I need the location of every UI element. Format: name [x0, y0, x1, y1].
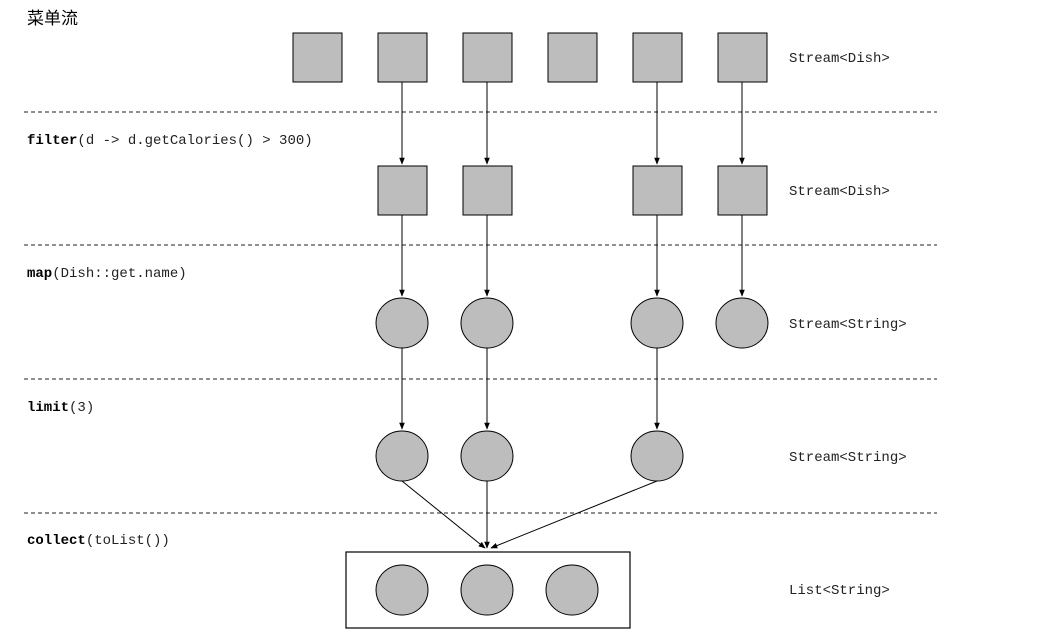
flow-arrow [490, 480, 658, 549]
string-element [375, 564, 429, 616]
result-list-box [345, 551, 631, 629]
diagram-title: 菜单流 [27, 9, 78, 29]
stream-type-label: Stream<String> [789, 317, 907, 333]
collect-operation-label: collect(toList()) [27, 533, 170, 549]
stream-type-label: Stream<Dish> [789, 184, 890, 200]
dish-element [292, 32, 343, 83]
string-element [375, 297, 429, 349]
flow-arrow [401, 480, 486, 549]
string-element [460, 297, 514, 349]
dish-element [632, 165, 683, 216]
filter-operation-label: filter(d -> d.getCalories() > 300) [27, 133, 313, 149]
string-element [630, 430, 684, 482]
dish-element [377, 32, 428, 83]
limit-operation-label: limit(3) [27, 400, 94, 416]
dish-element [632, 32, 683, 83]
dish-element [462, 32, 513, 83]
string-element [630, 297, 684, 349]
stream-type-label: List<String> [789, 583, 890, 599]
dish-element [547, 32, 598, 83]
string-element [460, 564, 514, 616]
dish-element [377, 165, 428, 216]
string-element [715, 297, 769, 349]
stream-type-label: Stream<Dish> [789, 51, 890, 67]
dish-element [717, 32, 768, 83]
map-operation-label: map(Dish::get.name) [27, 266, 187, 282]
stream-type-label: Stream<String> [789, 450, 907, 466]
string-element [375, 430, 429, 482]
string-element [460, 430, 514, 482]
dish-element [717, 165, 768, 216]
string-element [545, 564, 599, 616]
dish-element [462, 165, 513, 216]
